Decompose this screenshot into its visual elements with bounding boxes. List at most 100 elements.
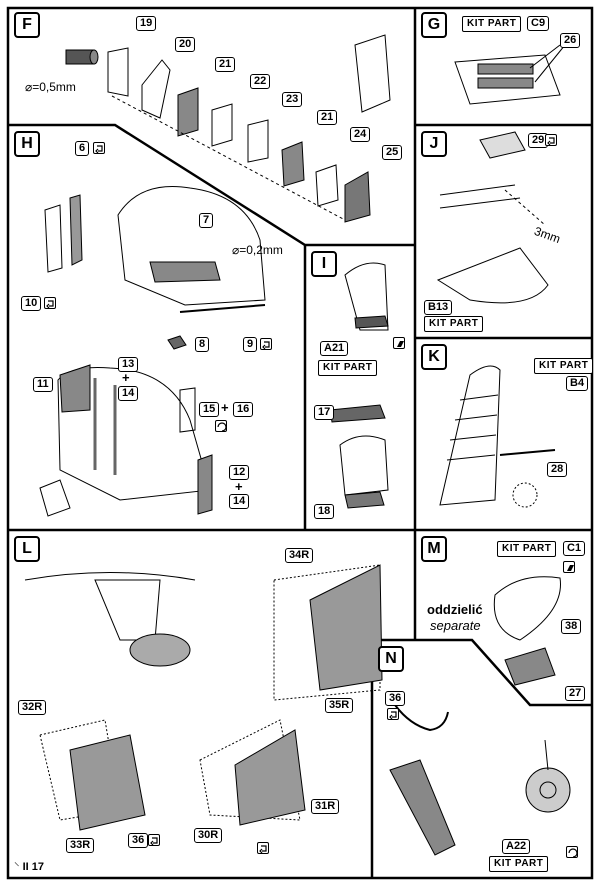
part-label: 17 <box>314 405 335 420</box>
h-buckle-bottom <box>39 479 71 517</box>
kit-part-label: KIT PART <box>534 358 594 374</box>
part-label: 19 <box>136 16 157 31</box>
part-label: 26 <box>560 33 581 48</box>
plus-sign: + <box>235 479 243 494</box>
part-label: 9 <box>243 337 258 352</box>
part-label: 22 <box>250 74 271 89</box>
m-part-27 <box>504 647 556 686</box>
section-g-badge: G <box>421 12 447 38</box>
bend-icon <box>545 134 557 146</box>
bend-icon <box>148 834 160 846</box>
kit-part-label: KIT PART <box>462 16 522 32</box>
h-buckle-15 <box>179 387 196 433</box>
part-label: 28 <box>547 462 568 477</box>
k-rudder <box>439 365 501 506</box>
part-label: 36 <box>385 691 406 706</box>
kit-part-code: B4 <box>566 376 589 391</box>
section-m-badge: M <box>421 536 447 562</box>
n-wheel <box>525 767 571 813</box>
f-harness-assembled <box>354 34 391 113</box>
part-label: 23 <box>282 92 303 107</box>
part-label: 38 <box>561 619 582 634</box>
part-label: 16 <box>233 402 254 417</box>
part-label: 11 <box>33 377 53 392</box>
part-label: 21 <box>317 110 338 125</box>
part-label: 14 <box>118 386 139 401</box>
bend-icon <box>387 708 399 720</box>
part-label: 24 <box>350 127 371 142</box>
part-label: 12 <box>229 465 250 480</box>
f-strip-21b <box>281 141 305 187</box>
f-strip-24 <box>315 164 339 207</box>
separate-note-en: separate <box>430 618 481 633</box>
bend-icon <box>566 846 578 858</box>
kit-part-code: B13 <box>424 300 453 315</box>
i-headrest-18 <box>339 435 389 496</box>
part-label: 10 <box>21 296 42 311</box>
j-flap <box>436 247 549 304</box>
separate-note-pl: oddzielić <box>427 602 483 617</box>
section-h-badge: H <box>14 131 40 157</box>
diameter-note: ⌀=0,5mm <box>25 80 76 94</box>
kit-part-code: A21 <box>320 341 349 356</box>
part-label: 31R <box>311 799 340 814</box>
l-strut-fairing <box>94 579 161 641</box>
kit-part-label: KIT PART <box>497 541 557 557</box>
kit-part-code: A22 <box>502 839 531 854</box>
h-pad-8 <box>167 335 187 350</box>
part-label: 18 <box>314 504 335 519</box>
i-headrest-a21 <box>344 262 389 331</box>
m-part-c1 <box>493 576 561 641</box>
logo-icon: ⸌ <box>14 861 20 873</box>
bend-icon <box>44 297 56 309</box>
part-label: 15 <box>199 402 220 417</box>
h-strap-12 <box>197 454 213 515</box>
part-label: 21 <box>215 57 236 72</box>
bend-icon <box>93 142 105 154</box>
kit-part-label: KIT PART <box>489 856 549 872</box>
part-label: 13 <box>118 357 139 372</box>
part-label: 36 <box>128 833 149 848</box>
part-label: 29 <box>528 133 549 148</box>
section-n-badge: N <box>378 646 404 672</box>
plus-sign: + <box>122 370 130 385</box>
g-seat-pad <box>454 54 561 105</box>
part-label: 7 <box>199 213 214 228</box>
f-strip-22 <box>211 103 233 147</box>
h-seat-pan <box>117 186 266 306</box>
n-part-36 <box>394 704 449 732</box>
h-backplate-10 <box>44 204 63 273</box>
j-part-29 <box>479 131 526 159</box>
kit-part-label: KIT PART <box>424 316 484 332</box>
part-label: 8 <box>195 337 210 352</box>
f-strip-25 <box>344 171 371 223</box>
part-label: 14 <box>229 494 250 509</box>
section-j-badge: J <box>421 131 447 157</box>
f-strip-23 <box>247 119 269 163</box>
part-label: 32R <box>18 700 47 715</box>
l-cover-35r <box>309 564 383 691</box>
bend-icon <box>563 561 575 573</box>
bend-icon <box>257 842 269 854</box>
footer-page-code: ⸌ II 17 <box>14 859 44 874</box>
f-strip-20 <box>141 59 171 119</box>
part-label: 34R <box>285 548 314 563</box>
bend-icon <box>260 338 272 350</box>
bend-icon <box>215 420 227 432</box>
part-label: 30R <box>194 828 223 843</box>
section-i-badge: I <box>311 251 337 277</box>
section-f-badge: F <box>14 12 40 38</box>
l-cover-33r <box>69 734 146 831</box>
part-label: 35R <box>325 698 354 713</box>
part-label: 25 <box>382 145 403 160</box>
part-label: 33R <box>66 838 95 853</box>
i-part-17 <box>329 404 386 423</box>
f-strip-19 <box>107 47 129 97</box>
l-cover-34r <box>273 564 381 701</box>
bend-icon <box>393 337 405 349</box>
l-cover-31r <box>234 729 306 826</box>
kit-part-code: C9 <box>527 16 550 31</box>
